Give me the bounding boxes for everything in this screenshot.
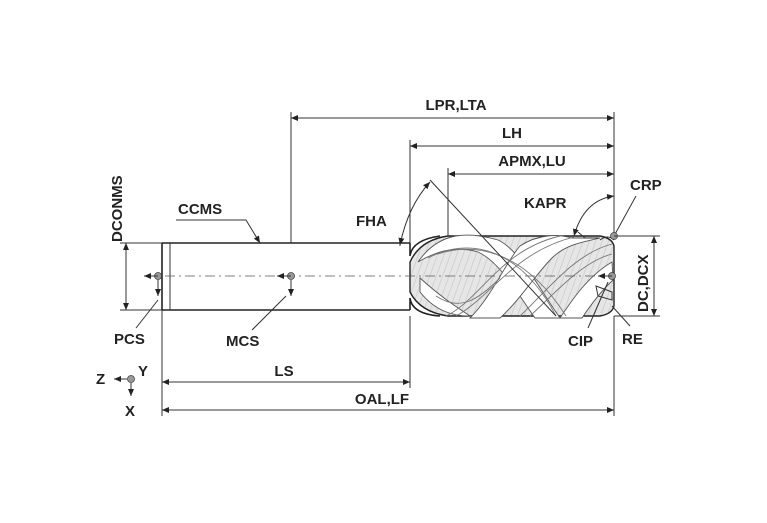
label-pcs: PCS	[114, 331, 145, 348]
axes-origin	[127, 375, 135, 383]
dimension-oal-lf: OAL,LF	[162, 316, 615, 416]
dimension-lh: LH	[409, 125, 614, 243]
dimension-ls: LS	[161, 310, 411, 416]
label-dconms: DCONMS	[109, 175, 126, 242]
dimension-dconms: DCONMS	[109, 175, 162, 311]
dimension-apmx-lu: APMX,LU	[447, 153, 614, 236]
dimension-re: RE	[611, 305, 643, 348]
dimension-lpr-lta: LPR,LTA	[290, 97, 615, 243]
coordinate-axes: Z Y X	[96, 363, 148, 420]
label-ccms: CCMS	[178, 201, 222, 218]
label-cip: CIP	[568, 333, 593, 350]
label-lh: LH	[502, 125, 522, 142]
label-ls: LS	[274, 363, 293, 380]
dimension-fha: FHA	[356, 179, 557, 317]
tool-fluted-head	[409, 231, 615, 319]
dimension-cip: CIP	[568, 272, 616, 350]
label-re: RE	[622, 331, 643, 348]
dimension-dc-dcx: DC,DCX	[614, 235, 660, 317]
label-fha: FHA	[356, 213, 387, 230]
label-mcs: MCS	[226, 333, 259, 350]
dimension-crp: CRP	[610, 177, 662, 240]
label-axis-y: Y	[138, 363, 148, 380]
label-lpr-lta: LPR,LTA	[425, 97, 486, 114]
label-crp: CRP	[630, 177, 662, 194]
dimension-kapr: KAPR	[524, 193, 615, 237]
label-kapr: KAPR	[524, 195, 567, 212]
label-oal-lf: OAL,LF	[355, 391, 409, 408]
label-apmx-lu: APMX,LU	[498, 153, 566, 170]
label-axis-z: Z	[96, 371, 105, 388]
label-dc-dcx: DC,DCX	[635, 254, 652, 312]
dimension-mcs: MCS	[226, 272, 295, 350]
label-axis-x: X	[125, 403, 135, 420]
dimension-ccms: CCMS	[176, 201, 261, 244]
dimension-pcs: PCS	[114, 272, 162, 348]
